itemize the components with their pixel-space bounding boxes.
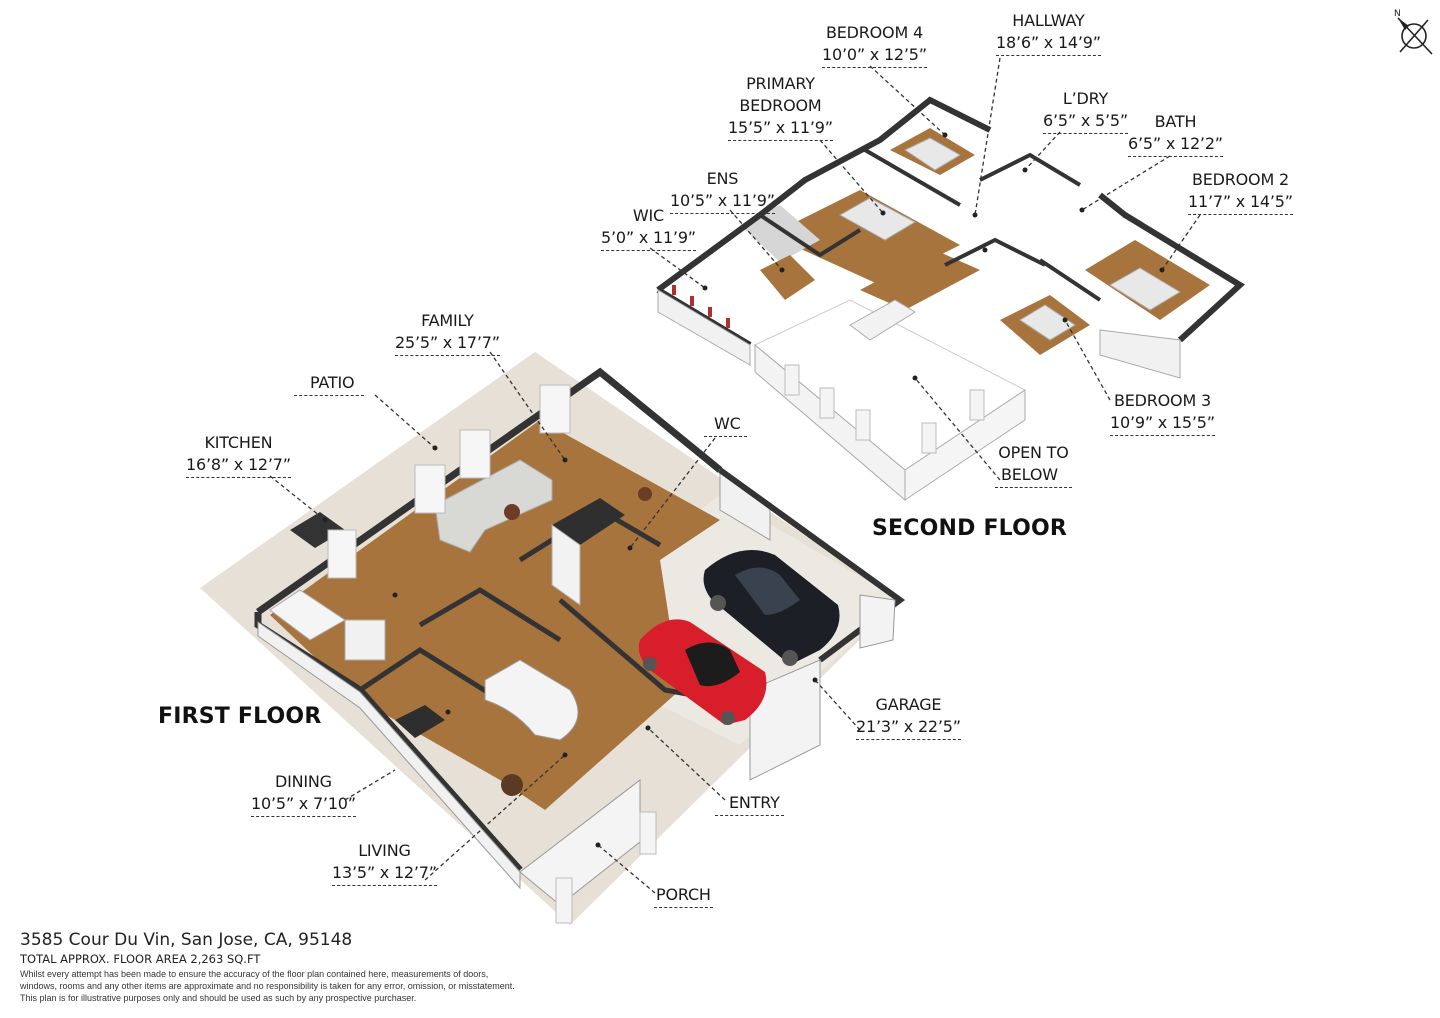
cabinet: [344, 619, 386, 661]
disclaimer-line: windows, rooms and any other items are a…: [20, 981, 515, 991]
wall-face: [1099, 329, 1181, 379]
porch-post: [639, 811, 657, 855]
interior-wall: [979, 152, 1082, 187]
interior-wall: [863, 148, 962, 207]
windows: [327, 384, 571, 579]
property-address: 3585 Cour Du Vin, San Jose, CA, 95148: [20, 930, 353, 950]
interior-wall: [358, 647, 502, 703]
room-label-patio: PATIO: [294, 372, 365, 396]
leader-lines: [269, 57, 1201, 894]
dining-table: [395, 705, 445, 738]
disclaimer-line: This plan is for illustrative purposes o…: [20, 993, 417, 1003]
interior-wall: [418, 587, 562, 643]
garage-wall-face: [749, 659, 821, 781]
interior-wall: [758, 213, 862, 258]
stairs-upper: [849, 299, 916, 341]
garage-wall: [718, 467, 906, 663]
disclaimer: Whilst every attempt has been made to en…: [20, 968, 640, 1004]
total-floor-area: TOTAL APPROX. FLOOR AREA 2,263 SQ.FT: [20, 952, 261, 966]
room-markers: [322, 132, 1165, 848]
room-label-wc: WC: [704, 413, 747, 437]
porch-post: [555, 877, 573, 924]
hallway-floor: [860, 250, 980, 310]
garage-wall-face: [859, 594, 896, 649]
closet-clothes: [672, 285, 730, 328]
wall-face: [904, 389, 1026, 501]
first-floor-title: FIRST FLOOR: [158, 704, 322, 729]
plan-footer: 3585 Cour Du Vin, San Jose, CA, 95148 TO…: [20, 930, 640, 1004]
room-label-porch: PORCH: [654, 884, 713, 908]
primary-bedroom-floor: [770, 190, 960, 285]
kitchen-island-face: [551, 524, 581, 606]
coffee-table: [501, 774, 523, 796]
railing-posts: [784, 364, 985, 454]
interior-wall: [1038, 258, 1102, 302]
compass-north-icon: N: [1394, 9, 1433, 55]
ensuite-floor: [740, 205, 820, 262]
wall-face: [257, 621, 521, 890]
red-car: [638, 619, 767, 725]
second-floor-title: SECOND FLOOR: [872, 516, 1068, 541]
ens-floor-wood: [760, 255, 815, 300]
room-label-entry: ENTRY: [715, 792, 784, 816]
side-table: [504, 504, 520, 520]
compass-label: N: [1394, 9, 1401, 19]
first-floor-wall: [255, 367, 723, 615]
interior-wall: [944, 237, 1046, 267]
second-floor-wall: [1098, 192, 1245, 343]
kitchen-table: [290, 512, 345, 548]
kitchen-island: [552, 498, 625, 545]
beds: [838, 137, 1181, 341]
side-table: [638, 487, 652, 501]
black-car: [703, 550, 840, 666]
stairs: [484, 659, 579, 741]
disclaimer-line: Whilst every attempt has been made to en…: [20, 969, 489, 979]
second-floor-wall: [656, 96, 992, 293]
wall-face: [657, 289, 751, 366]
